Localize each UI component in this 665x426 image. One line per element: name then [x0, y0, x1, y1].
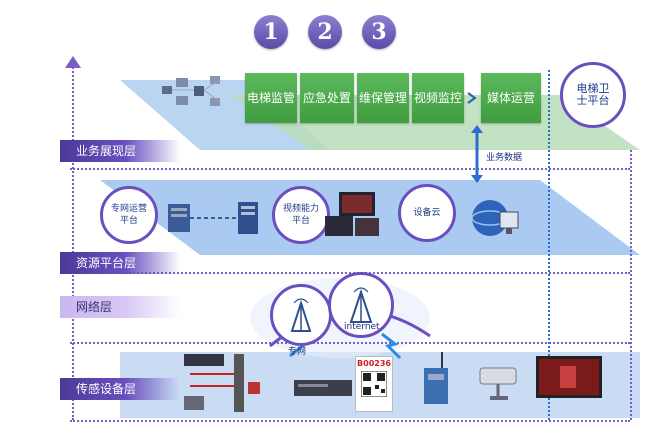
separator-bottom	[70, 420, 630, 422]
layer-sensing: 传感设备层	[60, 378, 180, 400]
layer-presentation: 业务展现层	[60, 140, 180, 162]
resource-plane	[100, 180, 640, 255]
internet-label: internet	[344, 322, 380, 332]
private-net-ops-label: 专网运营平台	[110, 204, 147, 226]
elevator-sensors-icon	[184, 354, 260, 412]
presentation-plane-blue	[120, 80, 330, 150]
private-net-label: 专网	[288, 347, 307, 357]
badge-1: 1	[254, 15, 288, 49]
device-cloud-label: 设备云	[413, 208, 441, 218]
dvr-device-icon	[294, 380, 352, 396]
left-vertical-line	[72, 64, 74, 420]
device-tag: B00236	[357, 359, 391, 368]
internet-tower-icon	[349, 287, 373, 323]
module-video-monitoring: 视频监控	[412, 73, 464, 123]
private-net-ops-circle: 专网运营平台	[100, 186, 158, 244]
video-devices-icon	[325, 192, 379, 236]
monitoring-devices-icon	[162, 76, 221, 106]
layer-network: 网络层	[60, 296, 180, 318]
separator-presentation	[70, 168, 630, 170]
media-screen-icon	[536, 356, 602, 398]
server-cabinet-icon	[168, 202, 258, 234]
satellite-platform-label: 电梯卫士平台	[576, 82, 610, 107]
module-elevator-supervision: 电梯监管	[245, 73, 297, 123]
internet-circle	[328, 272, 394, 338]
gateway-router-icon	[424, 352, 448, 404]
separator-network	[70, 342, 630, 344]
device-cloud-circle: 设备云	[398, 184, 456, 242]
antenna-tower-icon	[290, 298, 312, 332]
far-right-vertical-line	[630, 150, 632, 420]
satellite-platform-circle: 电梯卫士平台	[560, 62, 626, 128]
business-data-arrow	[471, 125, 483, 183]
module-maintenance: 维保管理	[357, 73, 409, 123]
cloud-globe-icon	[471, 200, 519, 236]
video-capability-label: 视频能力平台	[282, 204, 319, 226]
video-capability-circle: 视频能力平台	[272, 186, 330, 244]
up-arrow-icon	[65, 56, 81, 68]
business-data-label: 业务数据	[486, 153, 523, 163]
module-media-operations: 媒体运营	[481, 73, 541, 123]
layer-resource: 资源平台层	[60, 252, 180, 274]
qr-code-icon	[361, 371, 387, 397]
chevron-right-icon	[467, 92, 477, 104]
camera-icon	[479, 367, 517, 400]
badge-2: 2	[308, 15, 342, 49]
private-net-circle	[270, 284, 332, 346]
right-vertical-line	[548, 70, 550, 420]
module-emergency-response: 应急处置	[300, 73, 354, 123]
badge-3: 3	[362, 15, 396, 49]
qr-device-card: B00236	[355, 356, 393, 412]
